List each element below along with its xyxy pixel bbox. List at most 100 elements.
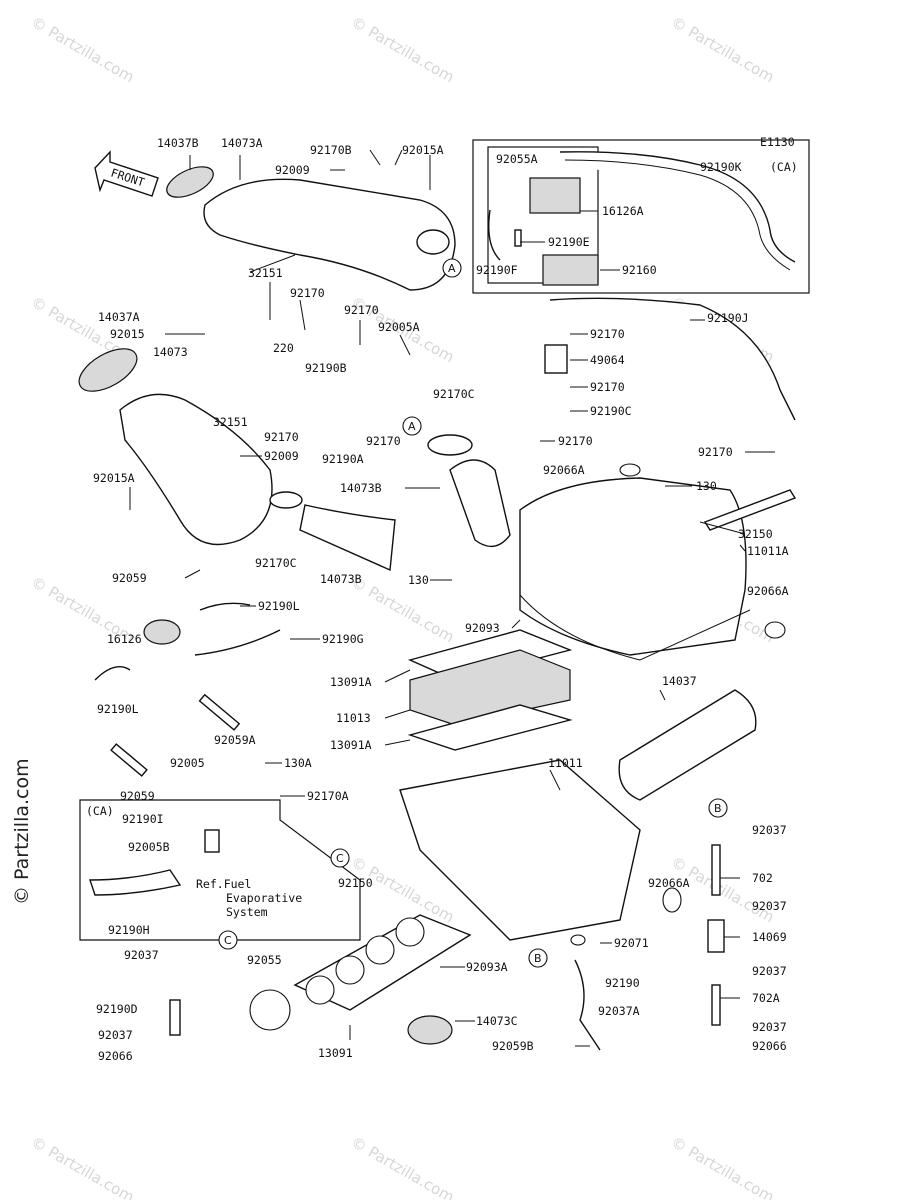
intake-duct-14073A — [166, 166, 456, 291]
label-92170-a: 92170 — [290, 286, 325, 300]
cap-92066A-low — [662, 887, 682, 913]
port-4 — [395, 917, 425, 947]
label-92015A-left: 92015A — [93, 471, 135, 485]
filter-stack — [407, 629, 573, 751]
label-16126: 16126 — [107, 632, 142, 646]
left-hoses — [94, 602, 601, 1051]
label-32150: 32150 — [738, 527, 773, 541]
label-92170-g: 92170 — [558, 434, 593, 448]
callout-A-mid — [402, 416, 422, 436]
hose-92190G — [194, 629, 281, 656]
label-92170-c: 92170 — [590, 327, 625, 341]
label-92170-h: 92170 — [698, 445, 733, 459]
hose-92190L-upper — [199, 602, 251, 611]
front-arrow-shape — [94, 150, 159, 197]
label-92037-left: 92037 — [124, 948, 159, 962]
label-702A: 702A — [752, 991, 780, 1005]
clamp-92170C-top — [427, 434, 473, 456]
frame-13091A-low — [407, 704, 573, 751]
label-92009-top: 92009 — [275, 163, 310, 177]
port-3 — [365, 935, 395, 965]
ref-note-line-1: Ref.Fuel — [196, 877, 251, 891]
label-11011A: 11011A — [747, 544, 789, 558]
callouts: A A B B C C — [218, 258, 728, 968]
label-92190B: 92190B — [305, 361, 347, 375]
label-92037-r4: 92037 — [752, 1020, 787, 1034]
label-92037-r3: 92037 — [752, 964, 787, 978]
label-702: 702 — [752, 871, 773, 885]
label-92190C: 92190C — [590, 404, 632, 418]
case-11011-body — [399, 759, 641, 941]
label-14073: 14073 — [153, 345, 188, 359]
label-92059-top: 92059 — [112, 571, 147, 585]
callout-C-low — [218, 930, 238, 950]
watermark-text: © Partzilla.com — [668, 13, 777, 86]
callout-A-top-text: A — [448, 262, 456, 275]
label-92190H: 92190H — [108, 923, 150, 937]
filter-49064 — [544, 344, 568, 374]
label-11013: 11013 — [336, 711, 371, 725]
label-92190-low: 92190 — [605, 976, 640, 990]
air-cleaner-case — [399, 759, 682, 946]
label-92170-f: 92170 — [366, 434, 401, 448]
label-92037-low: 92037 — [98, 1028, 133, 1042]
label-92005B: 92005B — [128, 840, 170, 854]
hose-92190 — [574, 959, 601, 1051]
label-92037-r2: 92037 — [752, 899, 787, 913]
label-130-b: 130 — [408, 573, 429, 587]
oring-92055 — [249, 989, 291, 1031]
label-92190G: 92190G — [322, 632, 364, 646]
label-32151-top: 32151 — [248, 266, 283, 280]
hose-702A — [711, 984, 721, 1026]
duct-14073-body — [119, 393, 273, 546]
watermark-text: © Partzilla.com — [348, 1133, 457, 1200]
right-fittings — [707, 844, 725, 1026]
duct-14073A-body — [203, 178, 456, 291]
gasket-92093 — [519, 594, 751, 661]
hose-92190K — [559, 151, 796, 263]
tube-92190E — [514, 229, 522, 247]
label-92170-e: 92170 — [264, 430, 299, 444]
grommet-92071 — [570, 934, 586, 946]
callout-B-right — [708, 798, 728, 818]
label-92005A: 92005A — [378, 320, 420, 334]
ca-bottom-frame — [79, 799, 361, 941]
label-11011: 11011 — [548, 756, 583, 770]
label-13091A-low: 13091A — [330, 738, 372, 752]
leader-lines — [129, 149, 775, 1047]
label-92066-right: 92066 — [752, 1039, 787, 1053]
screen-14037B — [166, 166, 214, 198]
label-92066A-top: 92066A — [543, 463, 585, 477]
label-14073A: 14073A — [221, 136, 263, 150]
panel-14037 — [618, 689, 757, 801]
label-92190D: 92190D — [96, 1002, 138, 1016]
label-92093A: 92093A — [466, 960, 508, 974]
label-32151-mid: 32151 — [213, 415, 248, 429]
label-92093: 92093 — [465, 621, 500, 635]
label-220: 220 — [273, 341, 294, 355]
label-92037-r1: 92037 — [752, 823, 787, 837]
port-1 — [305, 975, 335, 1005]
label-92190L-low: 92190L — [97, 702, 139, 716]
label-49064: 49064 — [590, 353, 625, 367]
label-92170C-top: 92170C — [433, 387, 475, 401]
label-92071: 92071 — [614, 936, 649, 950]
label-92170B: 92170B — [310, 143, 352, 157]
hose-92190K-edge — [564, 159, 791, 271]
cap-92066A-right — [764, 621, 786, 639]
ref-note-line-2: Evaporative — [226, 891, 302, 905]
label-92190F: 92190F — [476, 263, 518, 277]
clamp-92170C-low — [269, 491, 303, 509]
hose-92190L-lower — [94, 666, 131, 681]
label-130A: 130A — [284, 756, 312, 770]
callout-A-top — [442, 258, 462, 278]
tube-92059A — [198, 693, 241, 731]
label-92190E: 92190E — [548, 235, 590, 249]
label-92190A: 92190A — [322, 452, 364, 466]
ca-bottom-box: (CA) Ref.Fuel Evaporative System — [79, 799, 361, 941]
watermark-text: © Partzilla.com — [28, 1133, 137, 1200]
label-92005: 92005 — [170, 756, 205, 770]
ca-top-box: E1130 (CA) — [472, 135, 810, 294]
callout-B-right-text: B — [714, 802, 722, 815]
